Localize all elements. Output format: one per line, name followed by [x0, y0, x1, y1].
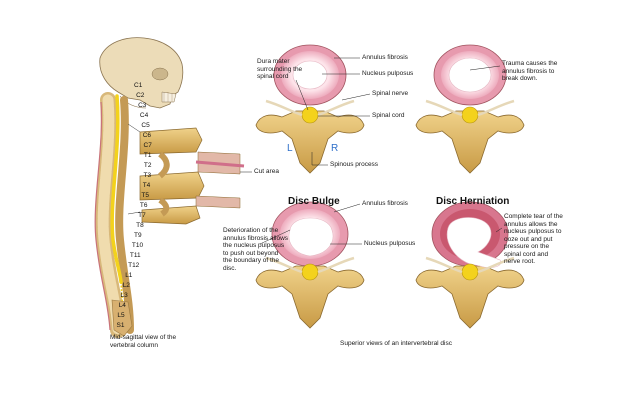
sacrum	[111, 299, 133, 337]
vertebra-trauma	[415, 44, 525, 174]
cut-segment	[127, 123, 245, 225]
spinal-nerve-label: Spinal nerve	[372, 90, 409, 97]
disc-bulge-title: Disc Bulge	[288, 196, 340, 207]
vertebra-bulge	[255, 201, 365, 329]
vertebra-label-l4: L4	[118, 302, 126, 309]
bulge-nucleus-label: Nucleus pulposus	[364, 240, 416, 247]
vertebra-label-t2: T2	[143, 162, 152, 169]
vertebra-label-t3: T3	[143, 172, 152, 179]
vertebra-label-t10: T10	[131, 242, 144, 249]
vertebra-label-t4: T4	[142, 182, 151, 189]
disc-herniation-title: Disc Herniation	[436, 196, 510, 207]
vertebra-label-c5: C5	[141, 122, 150, 129]
vertebra-label-l2: L2	[122, 282, 130, 289]
left-marker: L	[287, 143, 293, 154]
trauma-label: Trauma causes the annulus fibrosis to br…	[502, 60, 558, 82]
vertebra-label-t6: T6	[139, 202, 148, 209]
vertebra-label-c3: C3	[138, 102, 147, 109]
vertebra-label-t5: T5	[141, 192, 149, 199]
column-caption: Mid-sagittal view of the vertebral colum…	[110, 334, 177, 349]
vertebra-label-t11: T11	[129, 252, 141, 259]
vertebra-label-l3: L3	[120, 292, 128, 299]
cut-area-label: Cut area	[254, 168, 279, 175]
spinous-process-label: Spinous process	[330, 161, 379, 168]
skull	[99, 37, 184, 109]
spinal-cord-label: Spinal cord	[372, 112, 405, 119]
vertebra-label-t1: T1	[143, 152, 152, 159]
vertebra-label-c6: C6	[142, 132, 151, 139]
vertebra-label-s1: S1	[116, 322, 125, 329]
vertebra-label-t8: T8	[136, 222, 144, 229]
vertebra-label-l5: L5	[117, 312, 125, 319]
vertebra-label-c1: C1	[134, 82, 143, 89]
vertebra-label-t12: T12	[128, 262, 140, 269]
right-marker: R	[331, 143, 339, 154]
vertebra-label-t9: T9	[134, 232, 142, 239]
bulge-description: Deterioration of the annulus fibrosis al…	[223, 227, 289, 272]
vertebra-herniation	[415, 201, 525, 329]
vertebra-label-c7: C7	[143, 142, 152, 149]
vertebra-label-l1: L1	[125, 272, 133, 279]
vertebra-label-t7: T7	[138, 212, 146, 219]
dura-label: Dura mater surrounding the spinal cord	[257, 58, 303, 80]
footer-caption: Superior views of an intervertebral disc	[340, 340, 452, 347]
vertebra-label-c4: C4	[139, 112, 149, 119]
leader-lines	[259, 57, 503, 245]
herniation-description: Complete tear of the annulus allows the …	[504, 213, 563, 265]
bulge-annulus-label: Annulus fibrosis	[362, 200, 408, 207]
vertebra-label-c2: C2	[136, 92, 145, 99]
annulus-label: Annulus fibrosis	[362, 54, 408, 61]
nucleus-label: Nucleus pulposus	[362, 70, 414, 77]
vertebra-normal	[255, 44, 365, 174]
